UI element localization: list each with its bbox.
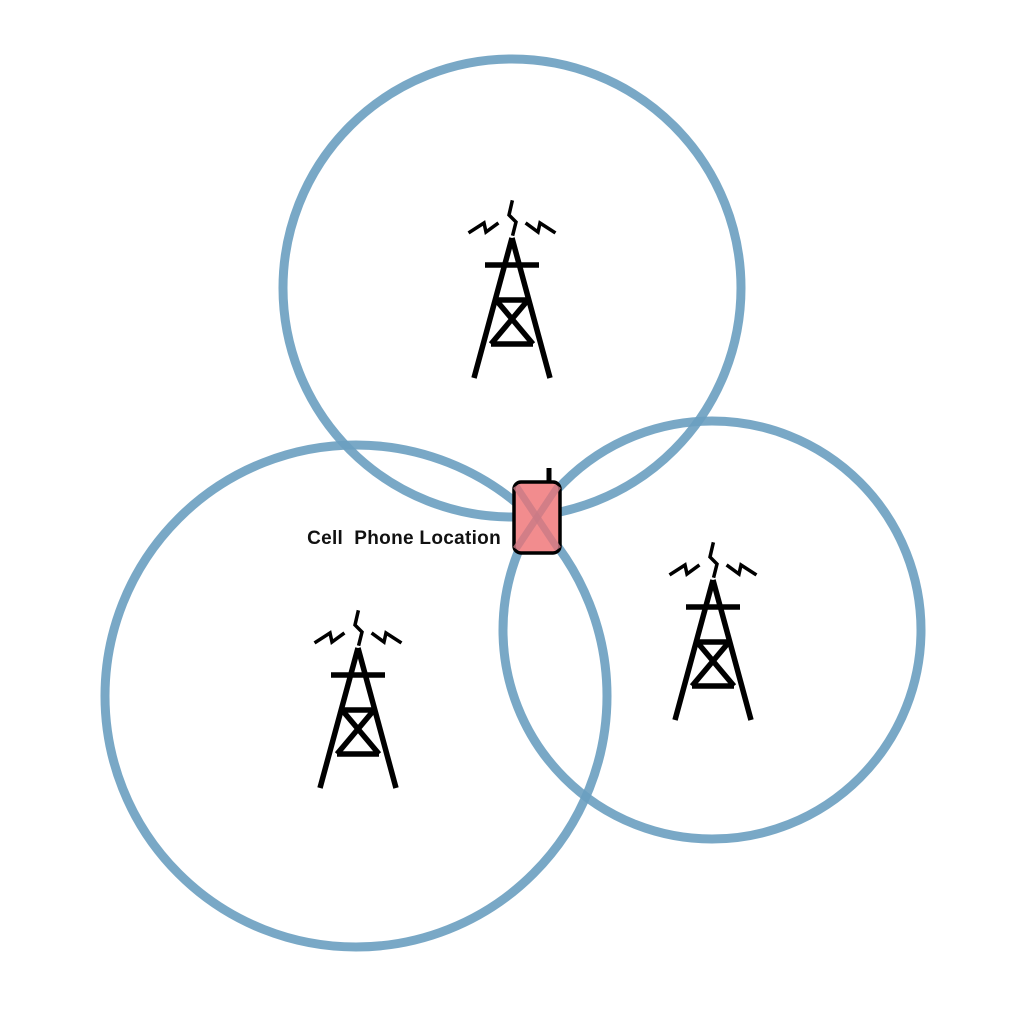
phone-location-label: Cell Phone Location xyxy=(307,528,501,549)
cell-tower-icon xyxy=(316,612,400,788)
cell-tower-icon xyxy=(671,544,755,720)
coverage-circle-top xyxy=(278,54,746,522)
coverage-circle-left xyxy=(100,440,612,952)
cell-tower-icon xyxy=(470,202,554,378)
cell-phone-icon xyxy=(512,468,562,555)
coverage-circle-right xyxy=(498,416,926,844)
